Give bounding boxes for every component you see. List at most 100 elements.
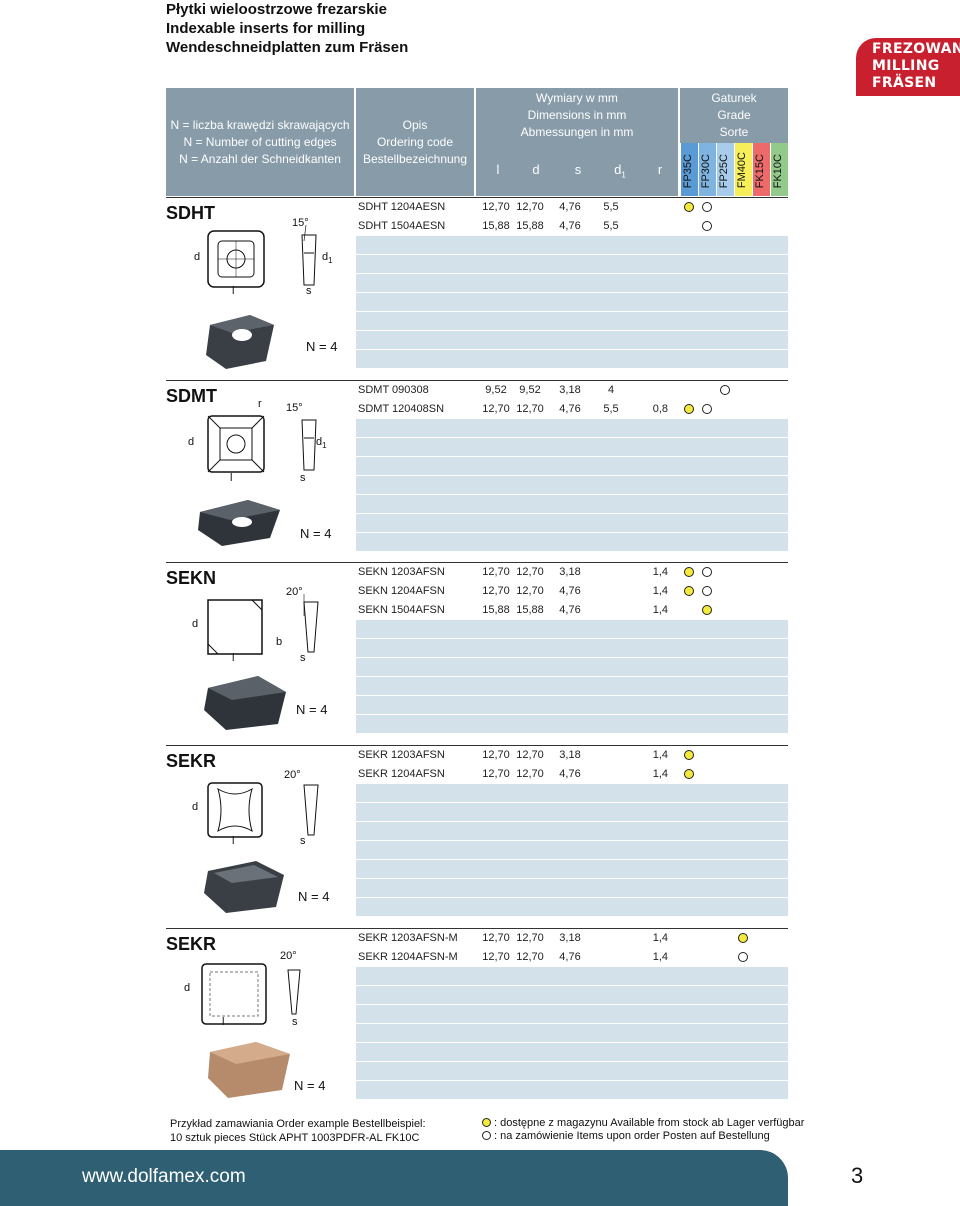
- cell-d: 12,70: [516, 403, 544, 415]
- insert-photo: [196, 498, 286, 553]
- footer-bar: www.dolfamex.com: [0, 1150, 788, 1206]
- edge-count: N = 4: [294, 1078, 326, 1093]
- empty-row: [356, 1024, 788, 1042]
- cell-s: 4,76: [559, 604, 581, 616]
- cell-d: 12,70: [516, 201, 544, 213]
- label-l: l: [222, 1016, 225, 1028]
- cell-r: 1,4: [652, 768, 668, 780]
- cell-code: SEKN 1504AFSN: [358, 604, 445, 616]
- stock-dot-icon: [684, 404, 694, 414]
- cell-s: 3,18: [559, 384, 581, 396]
- insert-drawing: [200, 406, 350, 491]
- cell-l: 12,70: [482, 951, 510, 963]
- header-description: Opis Ordering code Bestellbezeichnung: [356, 88, 474, 196]
- cell-s: 4,76: [559, 220, 581, 232]
- empty-row: [356, 696, 788, 714]
- empty-row: [356, 1081, 788, 1099]
- dims-line-de: Abmessungen in mm: [520, 125, 634, 139]
- category-badge: FREZOWANIE MILLING FRÄSEN: [856, 38, 960, 96]
- stock-dot-icon: [684, 567, 694, 577]
- order-dot-icon: [702, 221, 712, 231]
- label-d: d: [192, 801, 199, 813]
- cell-s: 4,76: [559, 403, 581, 415]
- empty-row: [356, 495, 788, 513]
- insert-drawing: [200, 223, 350, 308]
- cell-s: 4,76: [559, 768, 581, 780]
- cell-l: 12,70: [482, 585, 510, 597]
- section-title: SDMT: [166, 386, 217, 406]
- order-dot-icon: [702, 404, 712, 414]
- empty-row: [356, 841, 788, 859]
- order-dot-icon: [702, 202, 712, 212]
- dims-line-en: Dimensions in mm: [527, 108, 627, 122]
- legend-order: : na zamówienie Items upon order Posten …: [482, 1130, 804, 1143]
- cell-s: 4,76: [559, 951, 581, 963]
- cell-l: 9,52: [485, 384, 507, 396]
- section-title: SDHT: [166, 203, 215, 223]
- insert-photo: [202, 311, 282, 376]
- header-dimensions: Wymiary w mm Dimensions in mm Abmessunge…: [476, 88, 678, 196]
- label-d: d: [188, 436, 195, 448]
- empty-row: [356, 255, 788, 273]
- empty-row: [356, 457, 788, 475]
- cell-code: SEKR 1203AFSN-M: [358, 932, 458, 944]
- empty-row: [356, 438, 788, 456]
- grade-column-fp35c: FP35C: [680, 143, 698, 196]
- label-l: l: [232, 835, 235, 847]
- order-dot-icon: [720, 385, 730, 395]
- cell-code: SEKN 1204AFSN: [358, 585, 445, 597]
- badge-line-2: MILLING: [872, 58, 940, 74]
- empty-row: [356, 419, 788, 437]
- cell-d: 12,70: [516, 768, 544, 780]
- grade-label: FP35C: [682, 153, 694, 188]
- order-dot-icon: [702, 567, 712, 577]
- order-dot-icon: [482, 1131, 491, 1140]
- cell-d: 15,88: [516, 604, 544, 616]
- cell-r: 1,4: [652, 566, 668, 578]
- empty-row: [356, 1062, 788, 1080]
- section-title: SEKR: [166, 751, 217, 771]
- order-example-title: Przykład zamawiania Order example Bestel…: [170, 1118, 426, 1130]
- stock-dot-icon: [482, 1118, 491, 1127]
- order-dot-icon: [738, 952, 748, 962]
- cell-d: 9,52: [519, 384, 541, 396]
- cell-d: 12,70: [516, 951, 544, 963]
- badge-line-3: FRÄSEN: [872, 75, 937, 91]
- insert-photo: [202, 857, 292, 922]
- dims-line-pl: Wymiary w mm: [536, 91, 618, 105]
- insert-drawing: [200, 775, 350, 860]
- cell-code: SEKR 1203AFSN: [358, 749, 445, 761]
- col-l: l: [496, 162, 500, 177]
- cell-d: 12,70: [516, 749, 544, 761]
- stock-dot-icon: [702, 605, 712, 615]
- website-link[interactable]: www.dolfamex.com: [82, 1166, 246, 1187]
- cell-s: 3,18: [559, 932, 581, 944]
- cell-r: 1,4: [652, 951, 668, 963]
- label-d: d: [194, 251, 201, 263]
- header-legend: N = liczba krawędzi skrawających N = Num…: [166, 88, 354, 196]
- grade-label: FM40C: [736, 151, 748, 188]
- desc-line-en: Ordering code: [376, 134, 454, 149]
- cell-d: 12,70: [516, 585, 544, 597]
- label-angle: 15°: [292, 217, 309, 229]
- empty-row: [356, 860, 788, 878]
- cell-s: 3,18: [559, 749, 581, 761]
- cell-code: SDMT 090308: [358, 384, 429, 396]
- cell-l: 12,70: [482, 768, 510, 780]
- section-title: SEKN: [166, 568, 217, 588]
- empty-row: [356, 822, 788, 840]
- cell-code: SDHT 1204AESN: [358, 201, 446, 213]
- title-pl: Płytki wieloostrzowe frezarskie: [166, 1, 387, 18]
- cell-s: 4,76: [559, 585, 581, 597]
- label-angle: 20°: [286, 586, 303, 598]
- cell-code: SDMT 120408SN: [358, 403, 445, 415]
- stock-dot-icon: [684, 202, 694, 212]
- section-title: SEKR: [166, 934, 217, 954]
